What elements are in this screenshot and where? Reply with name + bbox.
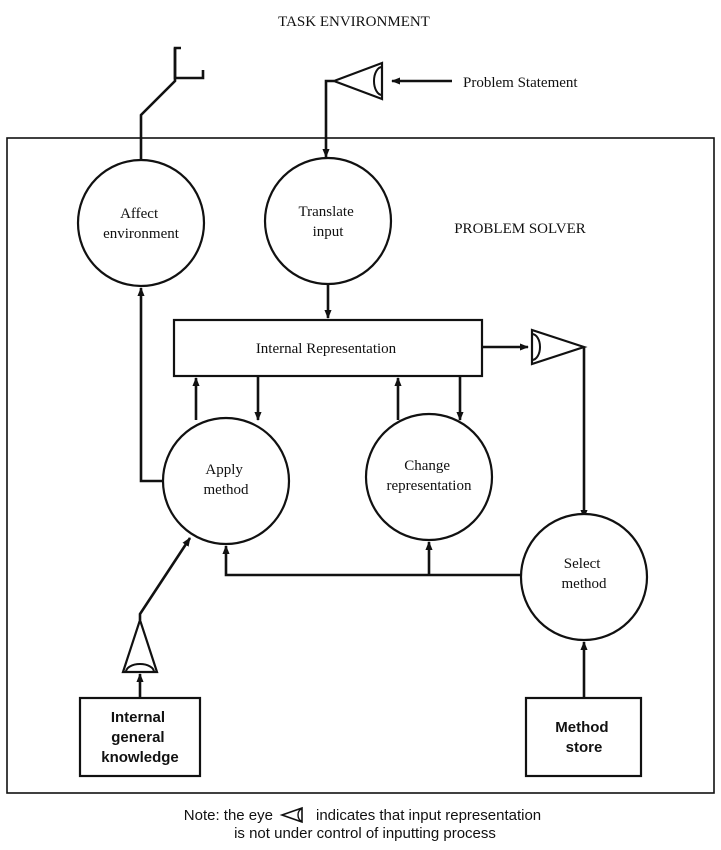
eye-to-translate-line (322, 79, 334, 158)
task-environment-title: TASK ENVIRONMENT (278, 14, 430, 30)
method-store-box (524, 696, 643, 778)
eye-to-apply-line (138, 537, 192, 620)
internal-general-knowledge-label: Internal general knowledge (101, 709, 179, 766)
affect-environment-node (76, 158, 206, 288)
select-method-node (519, 512, 649, 642)
environment-effector-icon (173, 46, 205, 80)
change-representation-label: Change representation (387, 458, 472, 494)
affect-to-environment-line (139, 48, 177, 160)
translate-input-node (263, 156, 393, 286)
note-text-part2: indicates that input representation (316, 807, 541, 824)
note-text-part1: Note: the eye (184, 807, 273, 824)
problem-solver-label: PROBLEM SOLVER (454, 221, 586, 237)
internal-general-knowledge-box (78, 696, 202, 778)
eye-icon (330, 61, 384, 101)
translate-input-label: Translate input (298, 204, 357, 240)
apply-to-affect-line (137, 287, 163, 483)
note-text-line2: is not under control of inputting proces… (234, 825, 496, 842)
eye-icon (279, 806, 303, 824)
internal-representation-label: Internal Representation (256, 341, 397, 357)
change-representation-node (364, 412, 494, 542)
apply-method-node (161, 416, 291, 546)
problem-solver-boundary (6, 137, 715, 794)
eye-icon (530, 328, 588, 366)
method-store-label: Method store (555, 719, 613, 756)
apply-method-label: Apply method (204, 462, 249, 498)
select-to-apply-line (222, 545, 521, 577)
eye-icon (121, 616, 159, 674)
problem-statement-label: Problem Statement (463, 75, 578, 91)
affect-environment-label: Affect environment (103, 206, 180, 242)
select-method-label: Select method (562, 556, 607, 592)
